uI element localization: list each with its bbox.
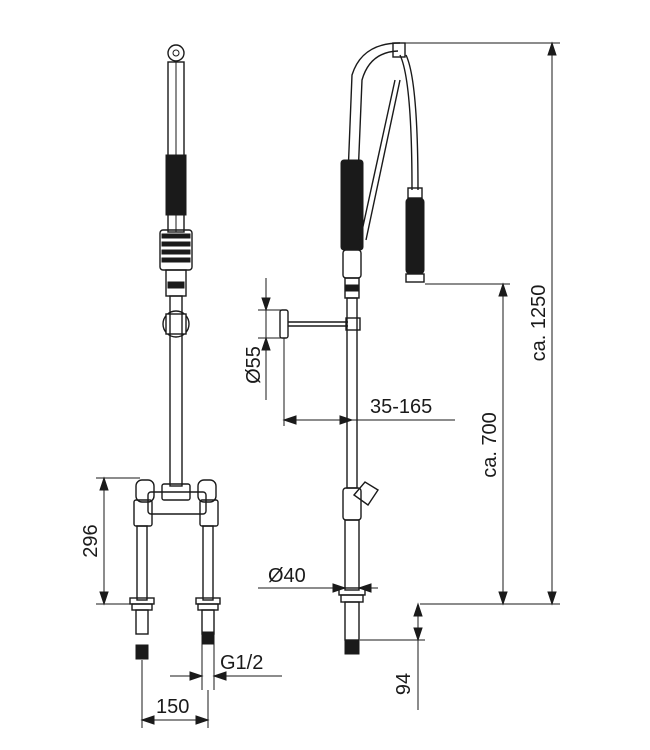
label-height-700: ca. 700 <box>479 412 501 478</box>
dimension-labels: Ø55 35-165 ca. 700 ca. 1250 296 Ø40 94 G… <box>80 285 550 718</box>
label-thread: G1/2 <box>220 652 263 674</box>
label-d40: Ø40 <box>268 565 306 587</box>
label-d55: Ø55 <box>243 346 265 384</box>
label-center-150: 150 <box>156 696 189 718</box>
label-reach: 35-165 <box>370 396 432 418</box>
side-view <box>279 42 425 655</box>
label-height-1250: ca. 1250 <box>528 285 550 362</box>
label-height-296: 296 <box>80 524 102 557</box>
label-depth-94: 94 <box>393 673 415 695</box>
front-view <box>129 44 221 660</box>
dimension-lines <box>96 41 560 728</box>
